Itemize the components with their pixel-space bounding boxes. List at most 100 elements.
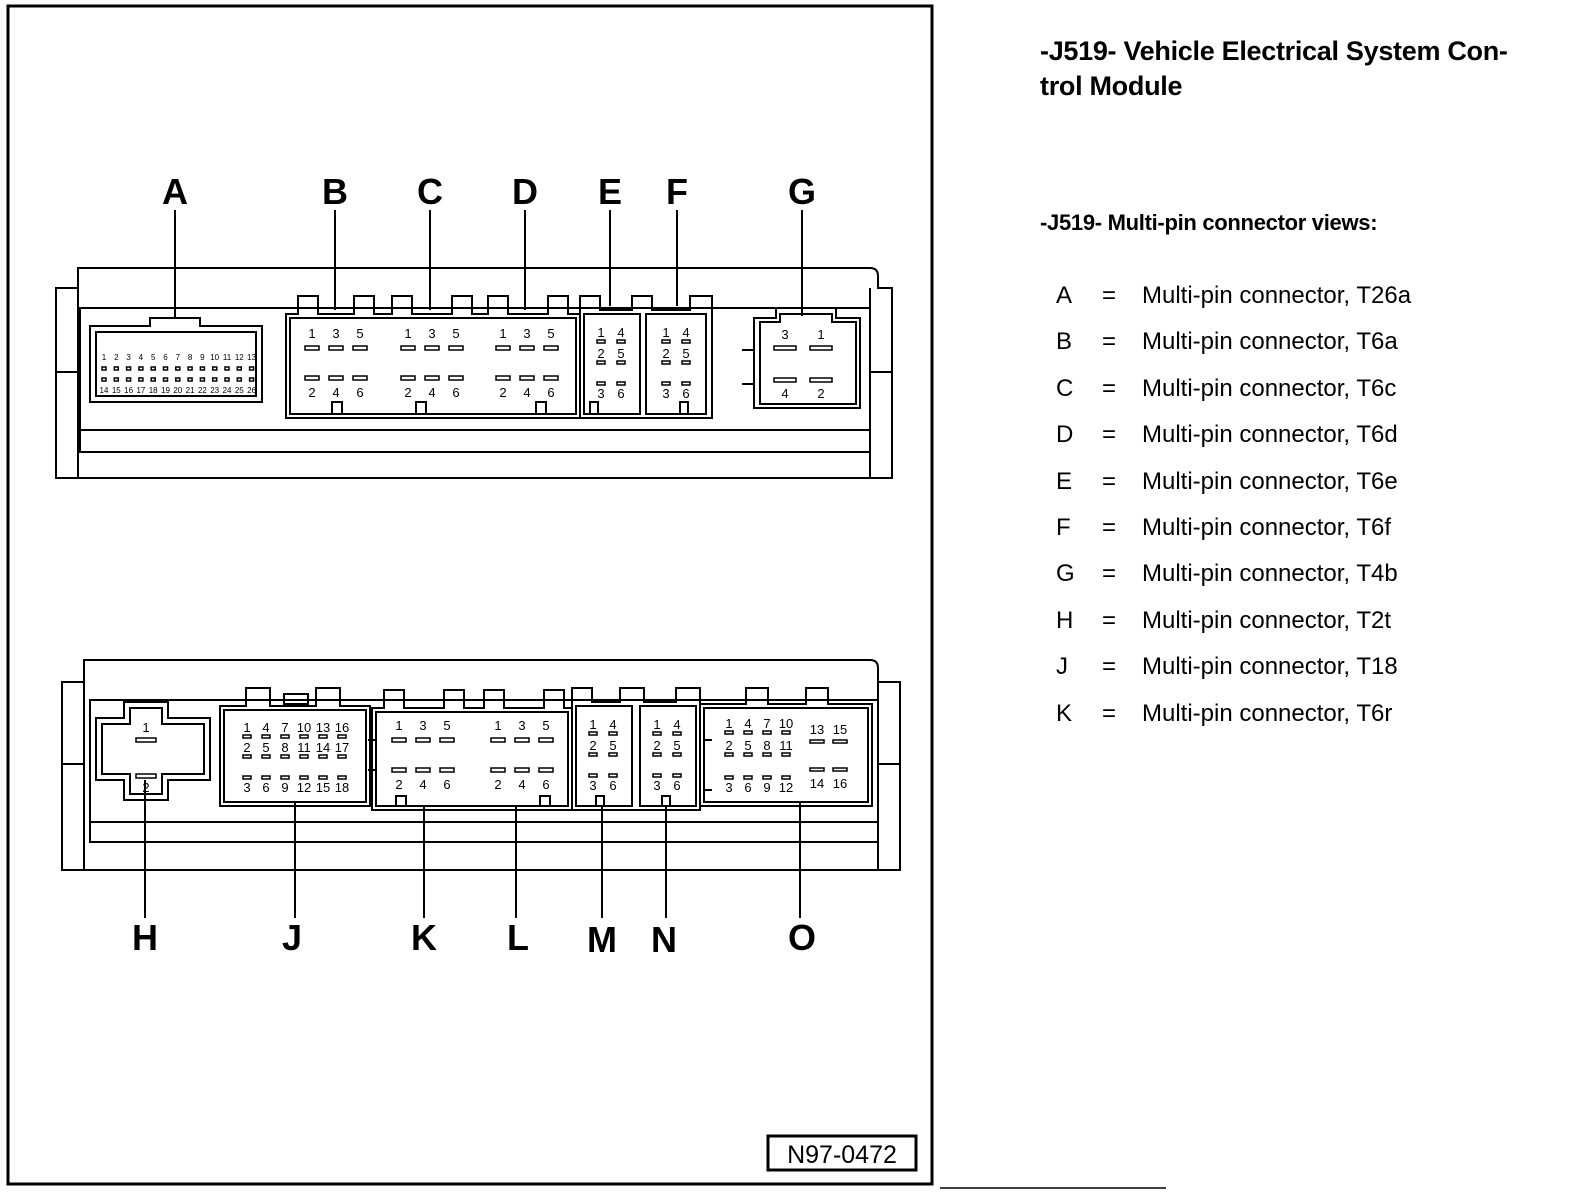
pin-contact (762, 752, 772, 757)
legend-row-f: F=Multi-pin connector, T6f (1056, 514, 1556, 544)
legend-equals: = (1102, 560, 1117, 588)
legend-description: Multi-pin connector, T6f (1142, 514, 1392, 541)
pin-contact (318, 775, 328, 780)
pin-number: 5 (452, 326, 459, 341)
pin-contact (248, 377, 255, 382)
pin-number: 4 (609, 717, 616, 732)
legend-letter: G (1056, 560, 1075, 588)
pin-number: 2 (589, 738, 596, 753)
pin-contact (337, 754, 347, 759)
pin-number: 13 (247, 353, 256, 362)
pin-contact (150, 377, 156, 382)
pin-number: 3 (332, 326, 339, 341)
legend-letter: B (1056, 328, 1073, 356)
pin-number: 3 (428, 326, 435, 341)
pin-contact (415, 737, 431, 743)
pin-number: 18 (335, 780, 349, 795)
pin-number: 3 (523, 326, 530, 341)
pin-contact (280, 775, 290, 780)
pin-contact (490, 737, 506, 743)
pin-contact (224, 377, 230, 382)
pin-number: 4 (523, 385, 530, 400)
pin-number: 1 (243, 720, 250, 735)
pin-number: 9 (281, 780, 288, 795)
pin-number: 3 (243, 780, 250, 795)
callout-label-d: D (512, 171, 538, 212)
pin-number: 5 (356, 326, 363, 341)
pin-contact (538, 767, 554, 773)
legend-row-k: K=Multi-pin connector, T6r (1056, 700, 1556, 730)
legend-letter: H (1056, 606, 1074, 634)
pin-contact (832, 739, 848, 744)
title-line-2: trol Module (1040, 71, 1183, 101)
pin-number: 12 (297, 780, 311, 795)
pin-contact (588, 731, 598, 736)
pin-contact (352, 375, 368, 381)
pin-contact (304, 375, 320, 381)
pin-number: 6 (356, 385, 363, 400)
figure-frame (6, 4, 934, 1186)
pin-number: 6 (744, 780, 751, 795)
legend-letter: K (1056, 699, 1073, 727)
pin-number: 18 (149, 386, 158, 395)
top-leader-lines (174, 210, 803, 318)
pin-contact (299, 754, 309, 759)
legend-equals: = (1102, 653, 1117, 681)
pin-contact (318, 754, 328, 759)
pin-contact (280, 754, 290, 759)
legend-row-a: A=Multi-pin connector, T26a (1056, 282, 1556, 312)
pin-number: 3 (419, 718, 426, 733)
pin-contact (113, 366, 120, 371)
pin-number: 19 (161, 386, 170, 395)
pin-number: 1 (499, 326, 506, 341)
pin-contact (138, 377, 144, 382)
pin-number: 1 (589, 717, 596, 732)
pin-contact (681, 381, 691, 386)
pin-contact (211, 366, 218, 371)
pin-contact (773, 377, 797, 383)
pin-contact (652, 752, 662, 757)
legend-row-h: H=Multi-pin connector, T2t (1056, 607, 1556, 637)
legend-letter: D (1056, 421, 1074, 449)
figure-id-box (766, 1134, 918, 1172)
pin-contact (781, 775, 791, 780)
pin-contact (596, 381, 606, 386)
pin-number: 1 (395, 718, 402, 733)
callout-label-f: F (666, 171, 688, 212)
pin-contact (248, 366, 255, 371)
pin-contact (261, 734, 271, 739)
pin-contact (538, 737, 554, 743)
pin-number: 13 (810, 722, 824, 737)
pin-contact (299, 734, 309, 739)
pin-number: 1 (102, 353, 107, 362)
pin-number: 12 (779, 780, 793, 795)
pin-number: 3 (126, 353, 131, 362)
pin-number: 6 (452, 385, 459, 400)
pin-contact (391, 767, 407, 773)
pin-number: 16 (833, 776, 847, 791)
pin-contact (809, 767, 825, 772)
pin-contact (304, 345, 320, 351)
pin-number: 5 (682, 346, 689, 361)
pin-number: 10 (779, 716, 793, 731)
callout-label-o: O (788, 917, 816, 958)
pin-number: 7 (763, 716, 770, 731)
pin-contact (113, 377, 120, 382)
pin-number: 2 (499, 385, 506, 400)
pin-number: 2 (662, 346, 669, 361)
pin-contact (724, 752, 734, 757)
callout-label-m: M (587, 919, 617, 960)
legend-description: Multi-pin connector, T18 (1142, 653, 1398, 681)
pin-number: 1 (404, 326, 411, 341)
legend-heading: -J519- Multi-pin connector views: (1040, 210, 1378, 235)
